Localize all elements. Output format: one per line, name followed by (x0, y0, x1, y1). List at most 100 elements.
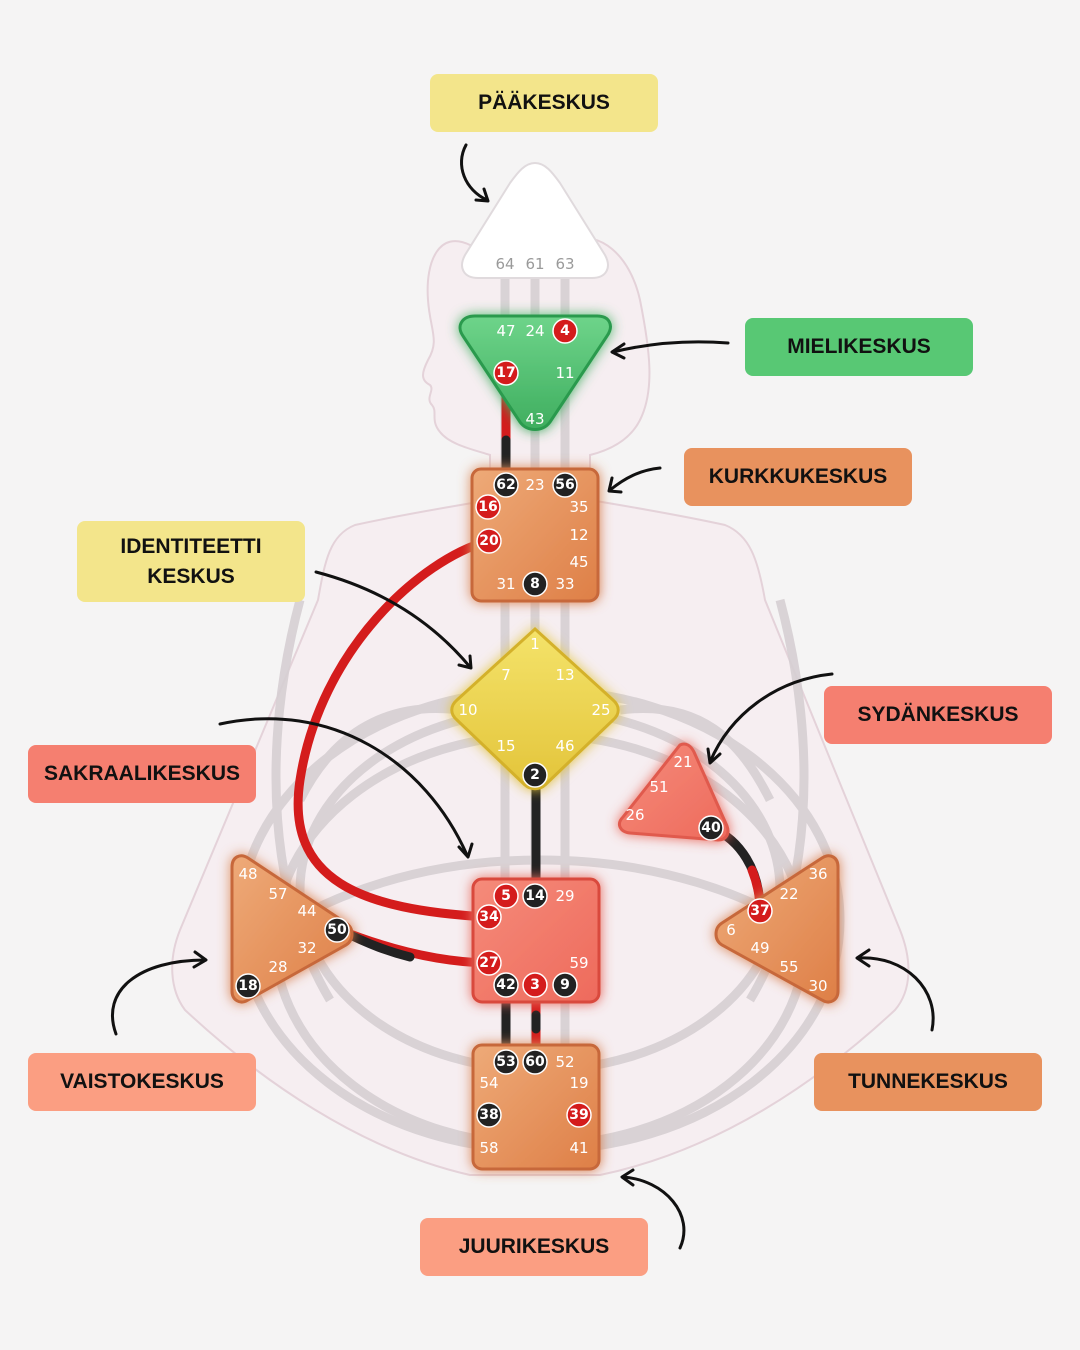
gate-55: 55 (779, 958, 798, 976)
gate-21: 21 (673, 753, 692, 771)
gate-34-activation-marker (476, 904, 502, 930)
gate-56-activation-marker (552, 472, 578, 498)
gate-38: 38 (479, 1107, 498, 1123)
arrow-root (621, 1175, 686, 1250)
gate-49: 49 (750, 939, 769, 957)
arrow-head-tip (474, 187, 490, 203)
annotation-arrows (110, 143, 935, 1250)
arrow-solar-tip (855, 948, 871, 968)
label-throat-center: KURKKUKESKUS (684, 448, 912, 506)
gate-9-activation-marker (552, 972, 578, 998)
arrow-root-tip (620, 1168, 635, 1187)
gate-30: 30 (808, 977, 827, 995)
gate-42-activation-marker (493, 972, 519, 998)
throat-center (470, 467, 600, 603)
gate-2-activation-marker (522, 762, 548, 788)
gate-16-activation-marker (475, 494, 501, 520)
gate-35: 35 (569, 498, 588, 516)
gate-26: 26 (625, 806, 644, 824)
spleen-center (230, 854, 354, 1004)
arrow-solar (856, 956, 935, 1032)
gate-37-activation-marker (747, 898, 773, 924)
gate-34: 34 (479, 909, 499, 925)
gate-37: 37 (750, 903, 769, 919)
gate-28: 28 (268, 958, 287, 976)
gate-19: 19 (569, 1074, 588, 1092)
gate-45: 45 (569, 553, 588, 571)
gate-31: 31 (496, 575, 515, 593)
gate-11: 11 (555, 364, 574, 382)
gate-46: 46 (555, 737, 574, 755)
gate-18: 18 (238, 978, 257, 994)
arrow-spleen (110, 958, 207, 1036)
arrow-sacral-tip (457, 842, 474, 859)
gate-59: 59 (569, 954, 588, 972)
gate-9: 9 (560, 977, 570, 993)
heart-center (618, 742, 730, 842)
gate-38-activation-marker (476, 1102, 502, 1128)
gate-40: 40 (701, 820, 721, 836)
gate-14-activation-marker (522, 883, 548, 909)
gate-53: 53 (496, 1054, 515, 1070)
gate-64: 64 (495, 255, 514, 273)
gate-47: 47 (496, 322, 515, 340)
label-sacral-center: SAKRAALIKESKUS (28, 745, 256, 803)
gate-8: 8 (530, 576, 540, 592)
gate-15: 15 (496, 737, 515, 755)
label-ajna-center: MIELIKESKUS (745, 318, 973, 376)
solar-plexus-center (714, 854, 840, 1004)
label-heart-center: SYDÄNKESKUS (824, 686, 1052, 744)
gate-4-activation-marker (552, 318, 578, 344)
gate-33: 33 (555, 575, 574, 593)
gate-57: 57 (268, 885, 287, 903)
gate-8-activation-marker (522, 571, 548, 597)
gate-48: 48 (238, 865, 257, 883)
ajna-center (458, 314, 612, 431)
gate-27: 27 (479, 955, 498, 971)
label-g-center: IDENTITEETTI KESKUS (77, 521, 305, 602)
gate-14: 14 (525, 888, 545, 904)
arrow-head (460, 143, 489, 202)
arrow-ajna (611, 340, 730, 354)
gate-39-activation-marker (566, 1102, 592, 1128)
gate-20: 20 (479, 533, 499, 549)
gate-54: 54 (479, 1074, 498, 1092)
arrow-throat-tip (607, 476, 623, 494)
gate-5-activation-marker (493, 883, 519, 909)
gate-3: 3 (530, 977, 540, 993)
gate-62-activation-marker (493, 472, 519, 498)
gate-5: 5 (501, 888, 511, 904)
gate-4: 4 (560, 323, 570, 339)
gate-22: 22 (779, 885, 798, 903)
gate-42: 42 (496, 977, 515, 993)
arrow-spleen-tip (192, 950, 208, 969)
gate-40-activation-marker (698, 815, 724, 841)
gate-56: 56 (555, 477, 574, 493)
gate-20-activation-marker (476, 528, 502, 554)
gate-29: 29 (555, 887, 574, 905)
gate-53-activation-marker (493, 1049, 519, 1075)
gate-44: 44 (297, 902, 316, 920)
gate-60: 60 (525, 1054, 545, 1070)
gate-23: 23 (525, 476, 544, 494)
gate-36: 36 (808, 865, 827, 883)
label-spleen-center: VAISTOKESKUS (28, 1053, 256, 1111)
gate-2: 2 (530, 767, 540, 783)
arrow-heart (708, 672, 834, 764)
arrow-heart-tip (706, 747, 722, 765)
gate-16: 16 (478, 499, 497, 515)
gate-32: 32 (297, 939, 316, 957)
gate-43: 43 (525, 410, 544, 428)
gate-3-activation-marker (522, 972, 548, 998)
gate-17: 17 (496, 365, 515, 381)
gate-18-activation-marker (235, 973, 261, 999)
gate-7: 7 (501, 666, 511, 684)
gate-25: 25 (591, 701, 610, 719)
gate-62: 62 (496, 477, 515, 493)
gate-12: 12 (569, 526, 588, 544)
sacral-center (471, 877, 601, 1004)
gate-6: 6 (726, 921, 736, 939)
gate-41: 41 (569, 1139, 588, 1157)
